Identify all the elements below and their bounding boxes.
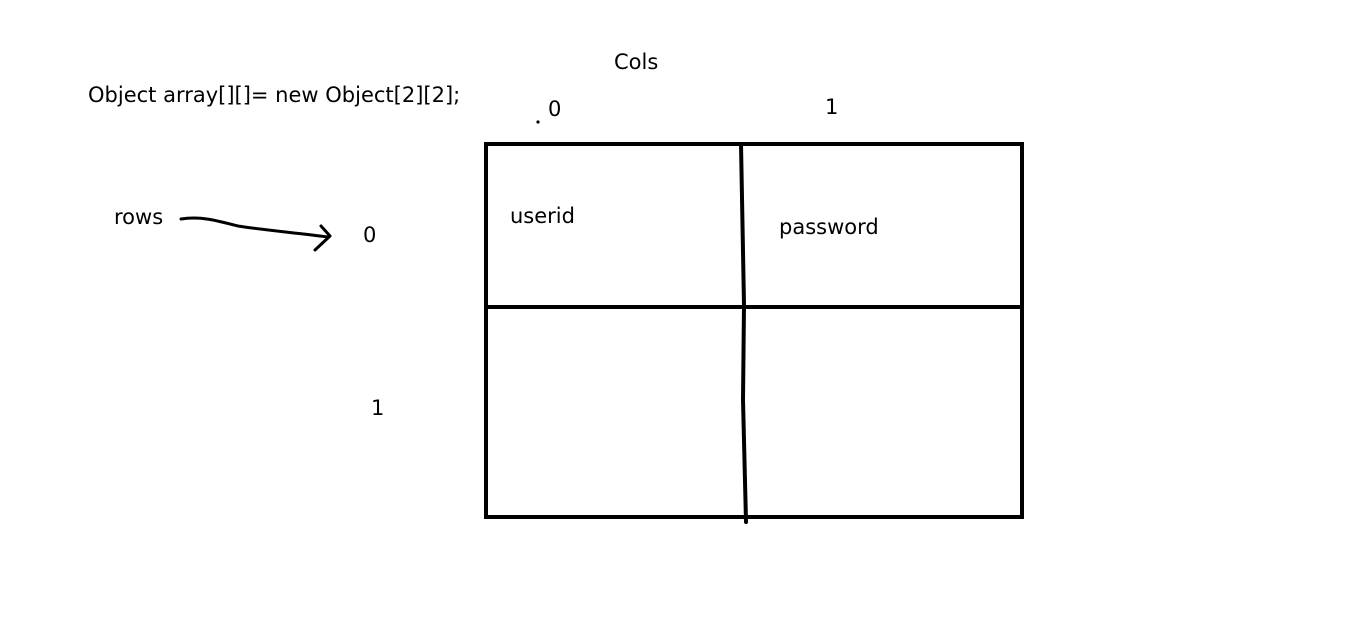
stray-dot: [536, 120, 540, 124]
grid-border: [484, 142, 1024, 519]
rows-label: rows: [114, 205, 164, 229]
column-index-0: 0: [548, 97, 562, 121]
column-divider: [739, 142, 748, 524]
row-index-1: 1: [371, 396, 385, 420]
cell-0-0: userid: [510, 204, 575, 228]
array-declaration-code: Object array[][]= new Object[2][2];: [88, 83, 461, 107]
rows-arrow-shaft: [179, 216, 330, 239]
column-index-1: 1: [825, 95, 839, 119]
row-index-0: 0: [363, 223, 377, 247]
cols-label: Cols: [614, 50, 659, 74]
cell-0-1: password: [779, 215, 879, 239]
rows-arrow-head: [313, 224, 332, 252]
